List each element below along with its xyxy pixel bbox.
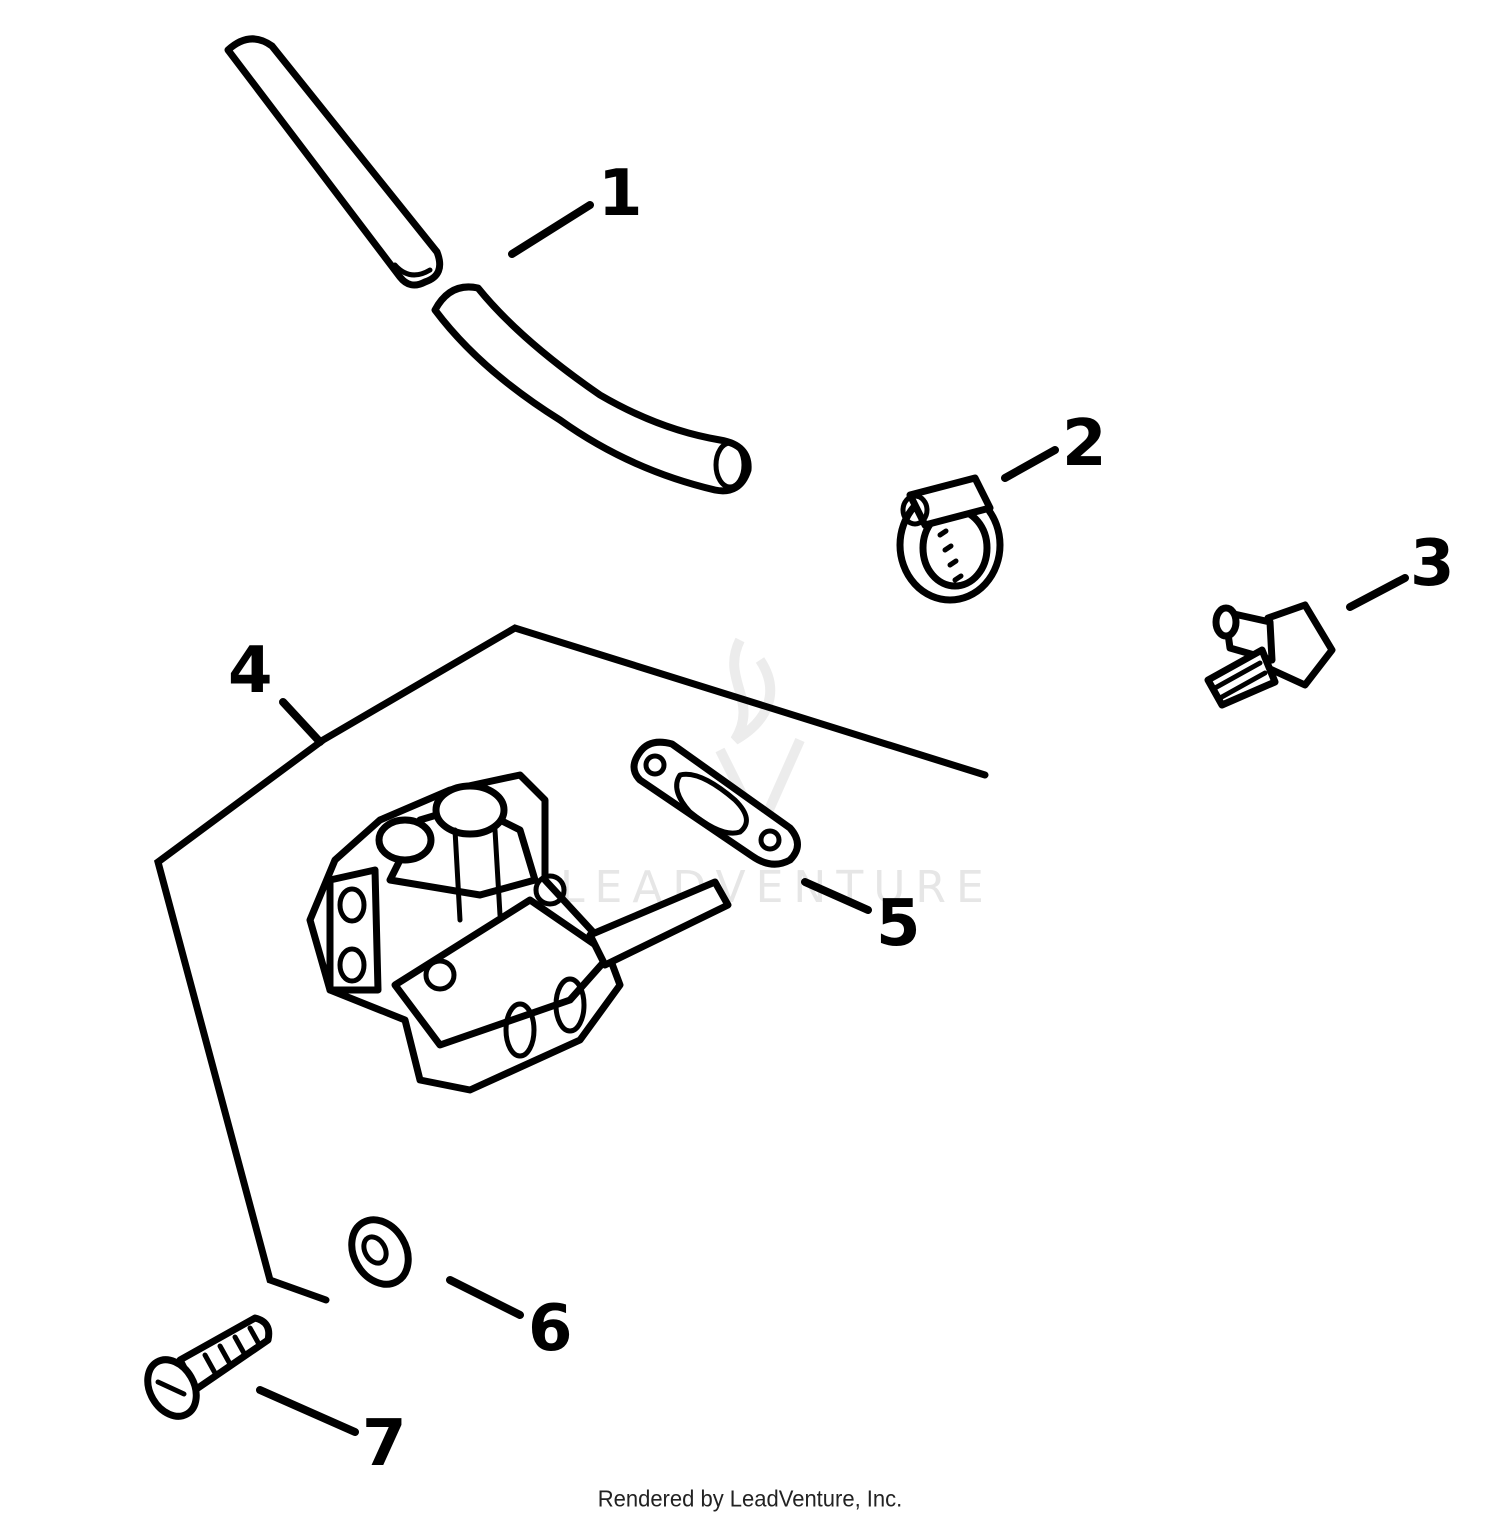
leader-line-2 [1001,446,1059,482]
watermark-text: LEADVENTURE [560,862,994,913]
callout-5: 5 [876,887,921,961]
leader-line-5 [801,878,872,914]
leader-line-7 [256,1386,359,1436]
callout-3: 3 [1410,527,1455,601]
leader-line-6 [446,1276,524,1319]
render-credit: Rendered by LeadVenture, Inc. [597,1485,903,1512]
elbow-fitting [1204,601,1336,709]
callout-numbers: 1 2 3 4 5 6 7 [228,157,1455,1481]
mounting-screw [144,1314,273,1420]
leader-lines [256,201,1409,1436]
fuel-line-hose [224,35,752,495]
fuel-pump [306,771,732,1094]
hose-clamp [896,474,1004,604]
callout-7: 7 [362,1407,407,1481]
leader-line-1 [508,201,594,258]
pump-gasket [630,738,801,868]
watermark: LEADVENTURE [560,637,994,913]
leader-line-3 [1346,574,1409,611]
callout-4: 4 [228,634,273,708]
callout-1: 1 [598,157,643,231]
callout-6: 6 [528,1292,573,1366]
leader-line-4 [279,698,324,746]
fuel-pump-kit-bracket [154,624,989,1304]
callout-2: 2 [1062,407,1107,481]
washer [348,1216,412,1288]
